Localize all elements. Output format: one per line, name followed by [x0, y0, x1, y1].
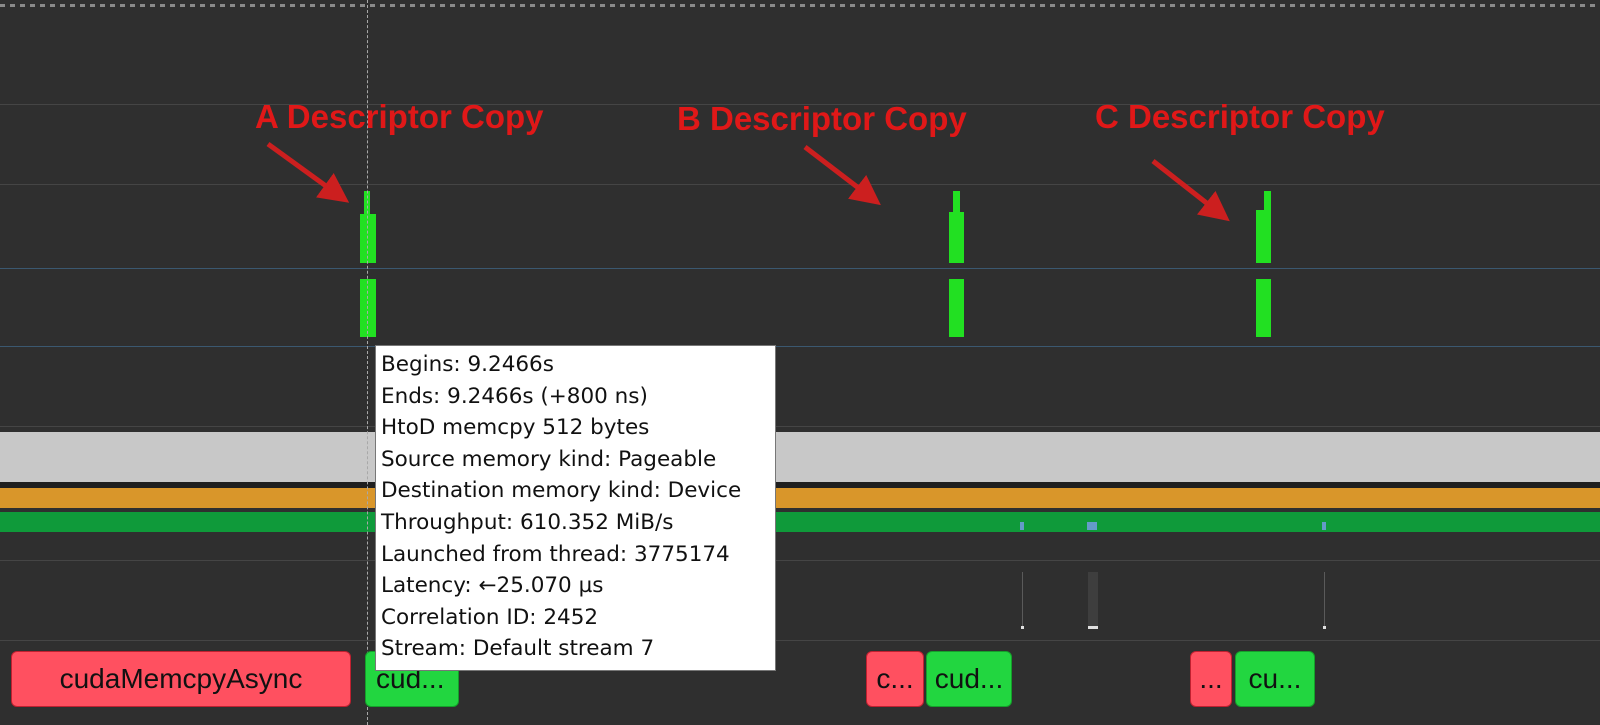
annotation-a-arrow-icon [266, 141, 350, 203]
memcpy-event-c-upper-base[interactable] [1256, 210, 1271, 263]
annotation-c-label: C Descriptor Copy [1095, 98, 1385, 135]
row-divider [0, 346, 1600, 347]
memcpy-event-c-lower[interactable] [1256, 279, 1271, 337]
tooltip-destination-memory: Destination memory kind: Device [381, 478, 742, 504]
timeline-tick [1088, 572, 1098, 628]
annotation-b-arrow-icon [803, 145, 881, 206]
memcpy-event-a-lower[interactable] [360, 279, 376, 337]
row-divider [0, 640, 1600, 641]
tooltip-thread: Launched from thread: 3775174 [381, 541, 730, 567]
memcpy-event-a-upper-base[interactable] [360, 214, 376, 263]
api-call-box[interactable]: cud... [926, 651, 1012, 707]
api-call-box[interactable]: ... [1190, 651, 1232, 707]
timeline-marker[interactable] [1322, 522, 1326, 530]
api-call-box[interactable]: cu... [1235, 651, 1315, 707]
row-divider [0, 268, 1600, 269]
annotation-c-arrow-icon [1151, 159, 1230, 222]
timeline-band-separator [0, 482, 1600, 488]
row-divider [0, 104, 1600, 105]
row-divider [0, 426, 1600, 427]
memcpy-tooltip: Begins: 9.2466s Ends: 9.2466s (+800 ns) … [375, 345, 776, 671]
timeline-marker[interactable] [1020, 522, 1024, 530]
row-divider [0, 560, 1600, 561]
timeline-marker[interactable] [1087, 522, 1097, 530]
memcpy-event-b-lower[interactable] [949, 279, 964, 337]
tooltip-ends: Ends: 9.2466s (+800 ns) [381, 383, 648, 409]
memcpy-event-b-upper-base[interactable] [949, 212, 964, 263]
timeline-ruler-dashes [0, 4, 1600, 7]
tooltip-begins: Begins: 9.2466s [381, 352, 554, 377]
timeline-band-grey[interactable] [0, 432, 1600, 482]
annotation-b-label: B Descriptor Copy [677, 100, 967, 137]
timeline-tick [1324, 572, 1325, 628]
row-divider [0, 184, 1600, 185]
time-cursor-line [367, 0, 368, 725]
annotation-a-label: A Descriptor Copy [255, 98, 544, 135]
api-call-cudamemcpyasync[interactable]: cudaMemcpyAsync [11, 651, 351, 707]
timeline-tick-mark [1021, 626, 1024, 629]
tooltip-latency: Latency: ←25.070 µs [381, 573, 604, 599]
tooltip-correlation: Correlation ID: 2452 [381, 604, 599, 630]
tooltip-stream: Stream: Default stream 7 [381, 636, 655, 662]
tooltip-source-memory: Source memory kind: Pageable [381, 446, 717, 472]
tooltip-throughput: Throughput: 610.352 MiB/s [381, 509, 674, 535]
tooltip-kind: HtoD memcpy 512 bytes [381, 415, 650, 441]
timeline-tick [1022, 572, 1023, 628]
timeline-tick-mark [1323, 626, 1326, 629]
api-call-box[interactable]: c... [866, 651, 924, 707]
timeline-tick-mark [1088, 626, 1098, 629]
